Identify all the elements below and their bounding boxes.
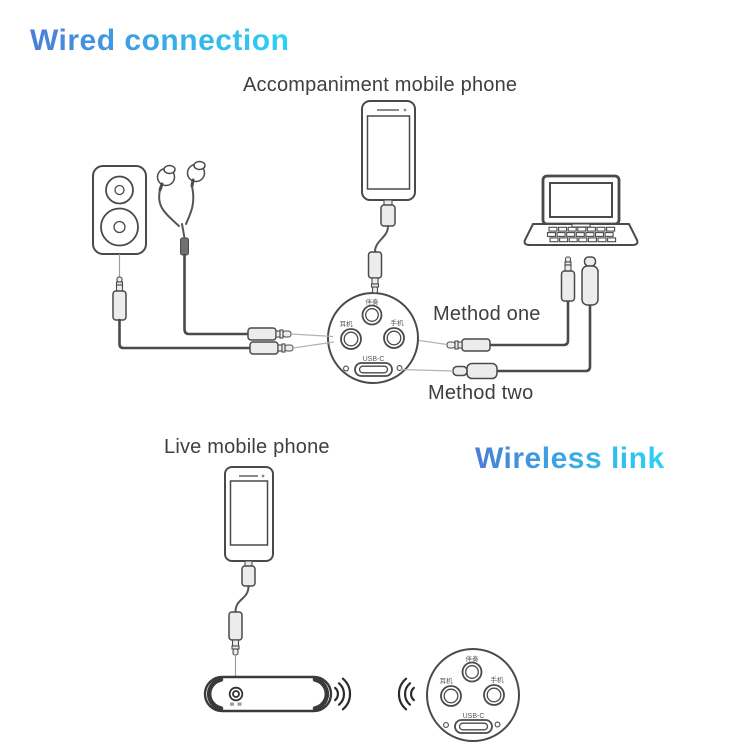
usbc-plug-icon <box>452 362 498 380</box>
headphone-port-icon <box>340 328 362 350</box>
wireless-signal-icon-right <box>334 677 352 711</box>
screw-dot <box>343 365 349 372</box>
port-label-usb-c: USB-C <box>363 356 385 363</box>
phone-screen <box>229 480 269 546</box>
speaker-illustration <box>92 165 147 255</box>
laptop-hinge-notch <box>571 223 591 228</box>
usb-c-port-icon <box>454 719 493 734</box>
accompaniment-port-icon <box>361 304 383 326</box>
earphones-illustration <box>156 160 334 341</box>
screw-dot <box>494 721 501 728</box>
aux-input-jack-icon <box>228 686 244 702</box>
port-label-accompaniment: 伴奏 <box>366 297 380 306</box>
port-label-usb-c: USB-C <box>463 713 485 720</box>
port-label-phone: 手机 <box>491 675 505 684</box>
wired-connection-title: Wired connection <box>30 24 290 57</box>
wireless-link-title: Wireless link <box>475 442 665 475</box>
speaker-aux-cable <box>112 254 335 355</box>
port-label-headphone: 耳机 <box>440 676 454 685</box>
live-phone-illustration <box>224 466 274 562</box>
method-one-cable <box>418 300 570 352</box>
phone-screen <box>366 115 411 190</box>
phone-camera-dot <box>403 108 407 112</box>
earphone-remote <box>180 237 189 256</box>
method-two-cable <box>399 304 592 380</box>
micro-label-marks <box>230 702 234 706</box>
screw-dot <box>443 722 449 728</box>
laptop-screen <box>549 182 613 218</box>
jack-plug-icon <box>112 276 127 321</box>
laptop-illustration <box>523 174 639 246</box>
micro-label-marks <box>237 702 242 706</box>
headphone-port-icon <box>440 685 462 707</box>
phone-port-icon <box>383 327 405 349</box>
usb-c-port-icon <box>354 362 393 377</box>
wireless-receiver-illustration <box>203 675 333 713</box>
port-label-phone: 手机 <box>391 318 405 327</box>
port-label-accompaniment: 伴奏 <box>466 654 480 663</box>
port-label-headphone: 耳机 <box>340 319 354 328</box>
accompaniment-aux-cable <box>367 199 396 294</box>
laptop-aux-plug-icon <box>560 256 576 302</box>
accompaniment-phone-illustration <box>361 100 416 201</box>
jack-plug-icon <box>247 327 292 341</box>
laptop-usbc-plug-icon <box>581 256 599 306</box>
adapter-device: 伴奏 耳机 手机 USB-C <box>327 292 419 384</box>
phone-port-icon <box>483 684 505 706</box>
jack-plug-icon <box>446 338 491 352</box>
method-two-label: Method two <box>428 382 534 404</box>
adapter-device-wireless: 伴奏 耳机 手机 USB-C <box>426 648 520 742</box>
phone-camera-dot <box>261 474 265 478</box>
method-one-label: Method one <box>433 303 541 325</box>
jack-plug-icon <box>228 611 243 656</box>
live-phone-label: Live mobile phone <box>164 436 330 458</box>
jack-plug-icon <box>249 341 294 355</box>
jack-plug-icon <box>367 251 383 294</box>
accompaniment-port-icon <box>461 661 483 683</box>
wireless-signal-icon-left <box>397 677 415 711</box>
accompaniment-phone-label: Accompaniment mobile phone <box>243 74 518 96</box>
live-phone-aux-cable <box>228 560 256 686</box>
